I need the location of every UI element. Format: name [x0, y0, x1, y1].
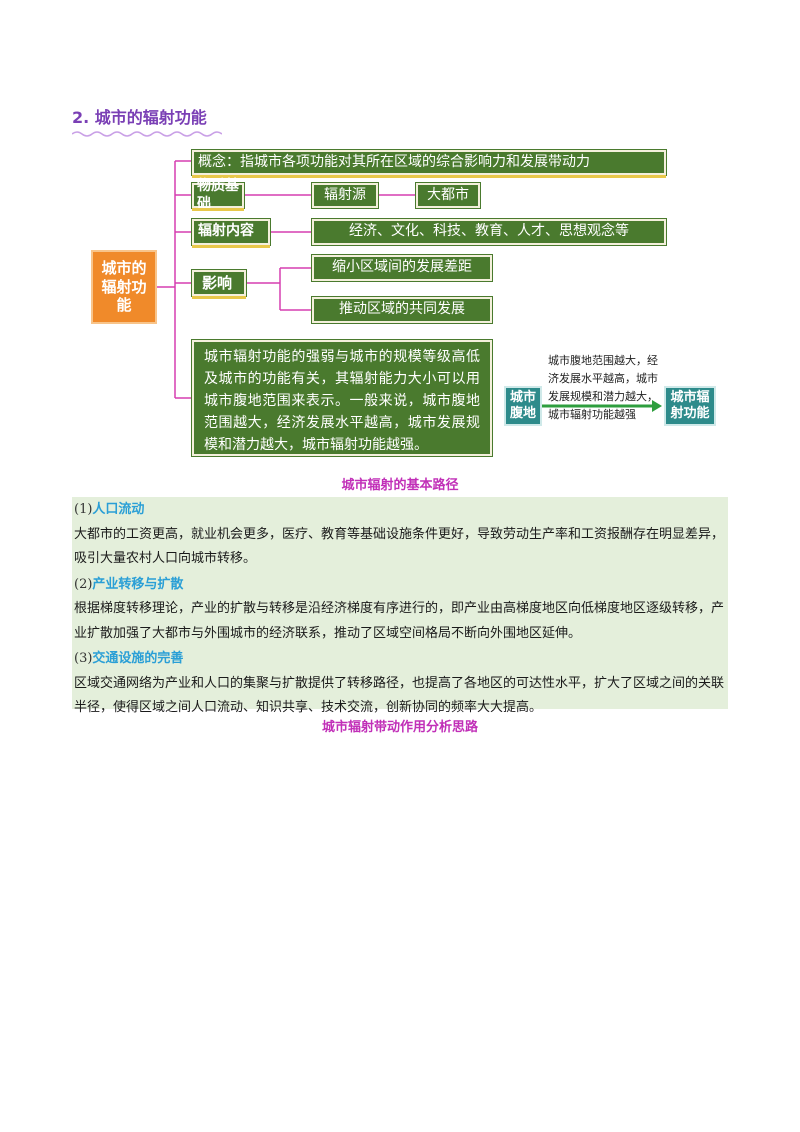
- influence-item-2: 推动区域的共同发展: [312, 297, 492, 323]
- radiation-function-node: 城市辐 射功能: [664, 386, 716, 426]
- concept-accent: [192, 175, 666, 178]
- connector-lines: [157, 160, 662, 412]
- item-1-header: (1)人口流动: [74, 501, 145, 517]
- item-2-header: (2)产业转移与扩散: [74, 575, 184, 592]
- hinterland-node: 城市 腹地: [504, 386, 542, 426]
- content-accent: [192, 245, 270, 248]
- radiation-source-node: 辐射源: [312, 183, 378, 208]
- section-title: 2. 城市的辐射功能: [72, 104, 222, 137]
- item-2-text: 根据梯度转移理论，产业的扩散与转移是沿经济梯度有序进行的，即产业由高梯度地区向低…: [74, 601, 725, 641]
- content-label: 辐射内容: [192, 219, 270, 245]
- description-node: 城市辐射功能的强弱与城市的规模等级高低及城市的功能有关，其辐射能力大小可以用城市…: [192, 340, 492, 456]
- concept-node: 概念：指城市各项功能对其所在区域的综合影响力和发展带动力: [192, 150, 666, 175]
- analysis-panel: (1)人口流动 大都市的工资更高，就业机会更多，医疗、教育等基础设施条件更好，导…: [72, 497, 728, 715]
- content-value-node: 经济、文化、科技、教育、人才、思想观念等: [312, 219, 666, 245]
- influence-accent: [192, 296, 246, 299]
- influence-label: 影响: [192, 270, 246, 296]
- caption-analysis: 城市辐射带动作用分析思路: [321, 720, 478, 735]
- caption-basic-path: 城市辐射的基本路径: [341, 478, 459, 493]
- item-1-text: 大都市的工资更高，就业机会更多，医疗、教育等基础设施条件更好，导致劳动生产率和工…: [74, 526, 725, 567]
- mind-map: 城市的 辐射功 能 概念：指城市各项功能对其所在区域的综合影响力和发展带动力 物…: [0, 0, 800, 470]
- influence-item-1: 缩小区域间的发展差距: [312, 255, 492, 281]
- material-basis-label: 物质基础: [192, 178, 244, 212]
- root-node: 城市的 辐射功 能: [91, 250, 157, 324]
- flow-note: 城市腹地范围越大，经济发展水平越高，城市发展规模和潜力越大，城市辐射功能越强: [548, 354, 658, 421]
- item-3-text: 区域交通网络为产业和人口的集聚与扩散提供了转移路径，也提高了各地区的可达性水平，…: [74, 675, 725, 716]
- metropolis-node: 大都市: [416, 183, 480, 208]
- item-3-header: (3)交通设施的完善: [74, 650, 184, 666]
- material-accent: [192, 208, 244, 211]
- wavy-underline: [72, 131, 222, 137]
